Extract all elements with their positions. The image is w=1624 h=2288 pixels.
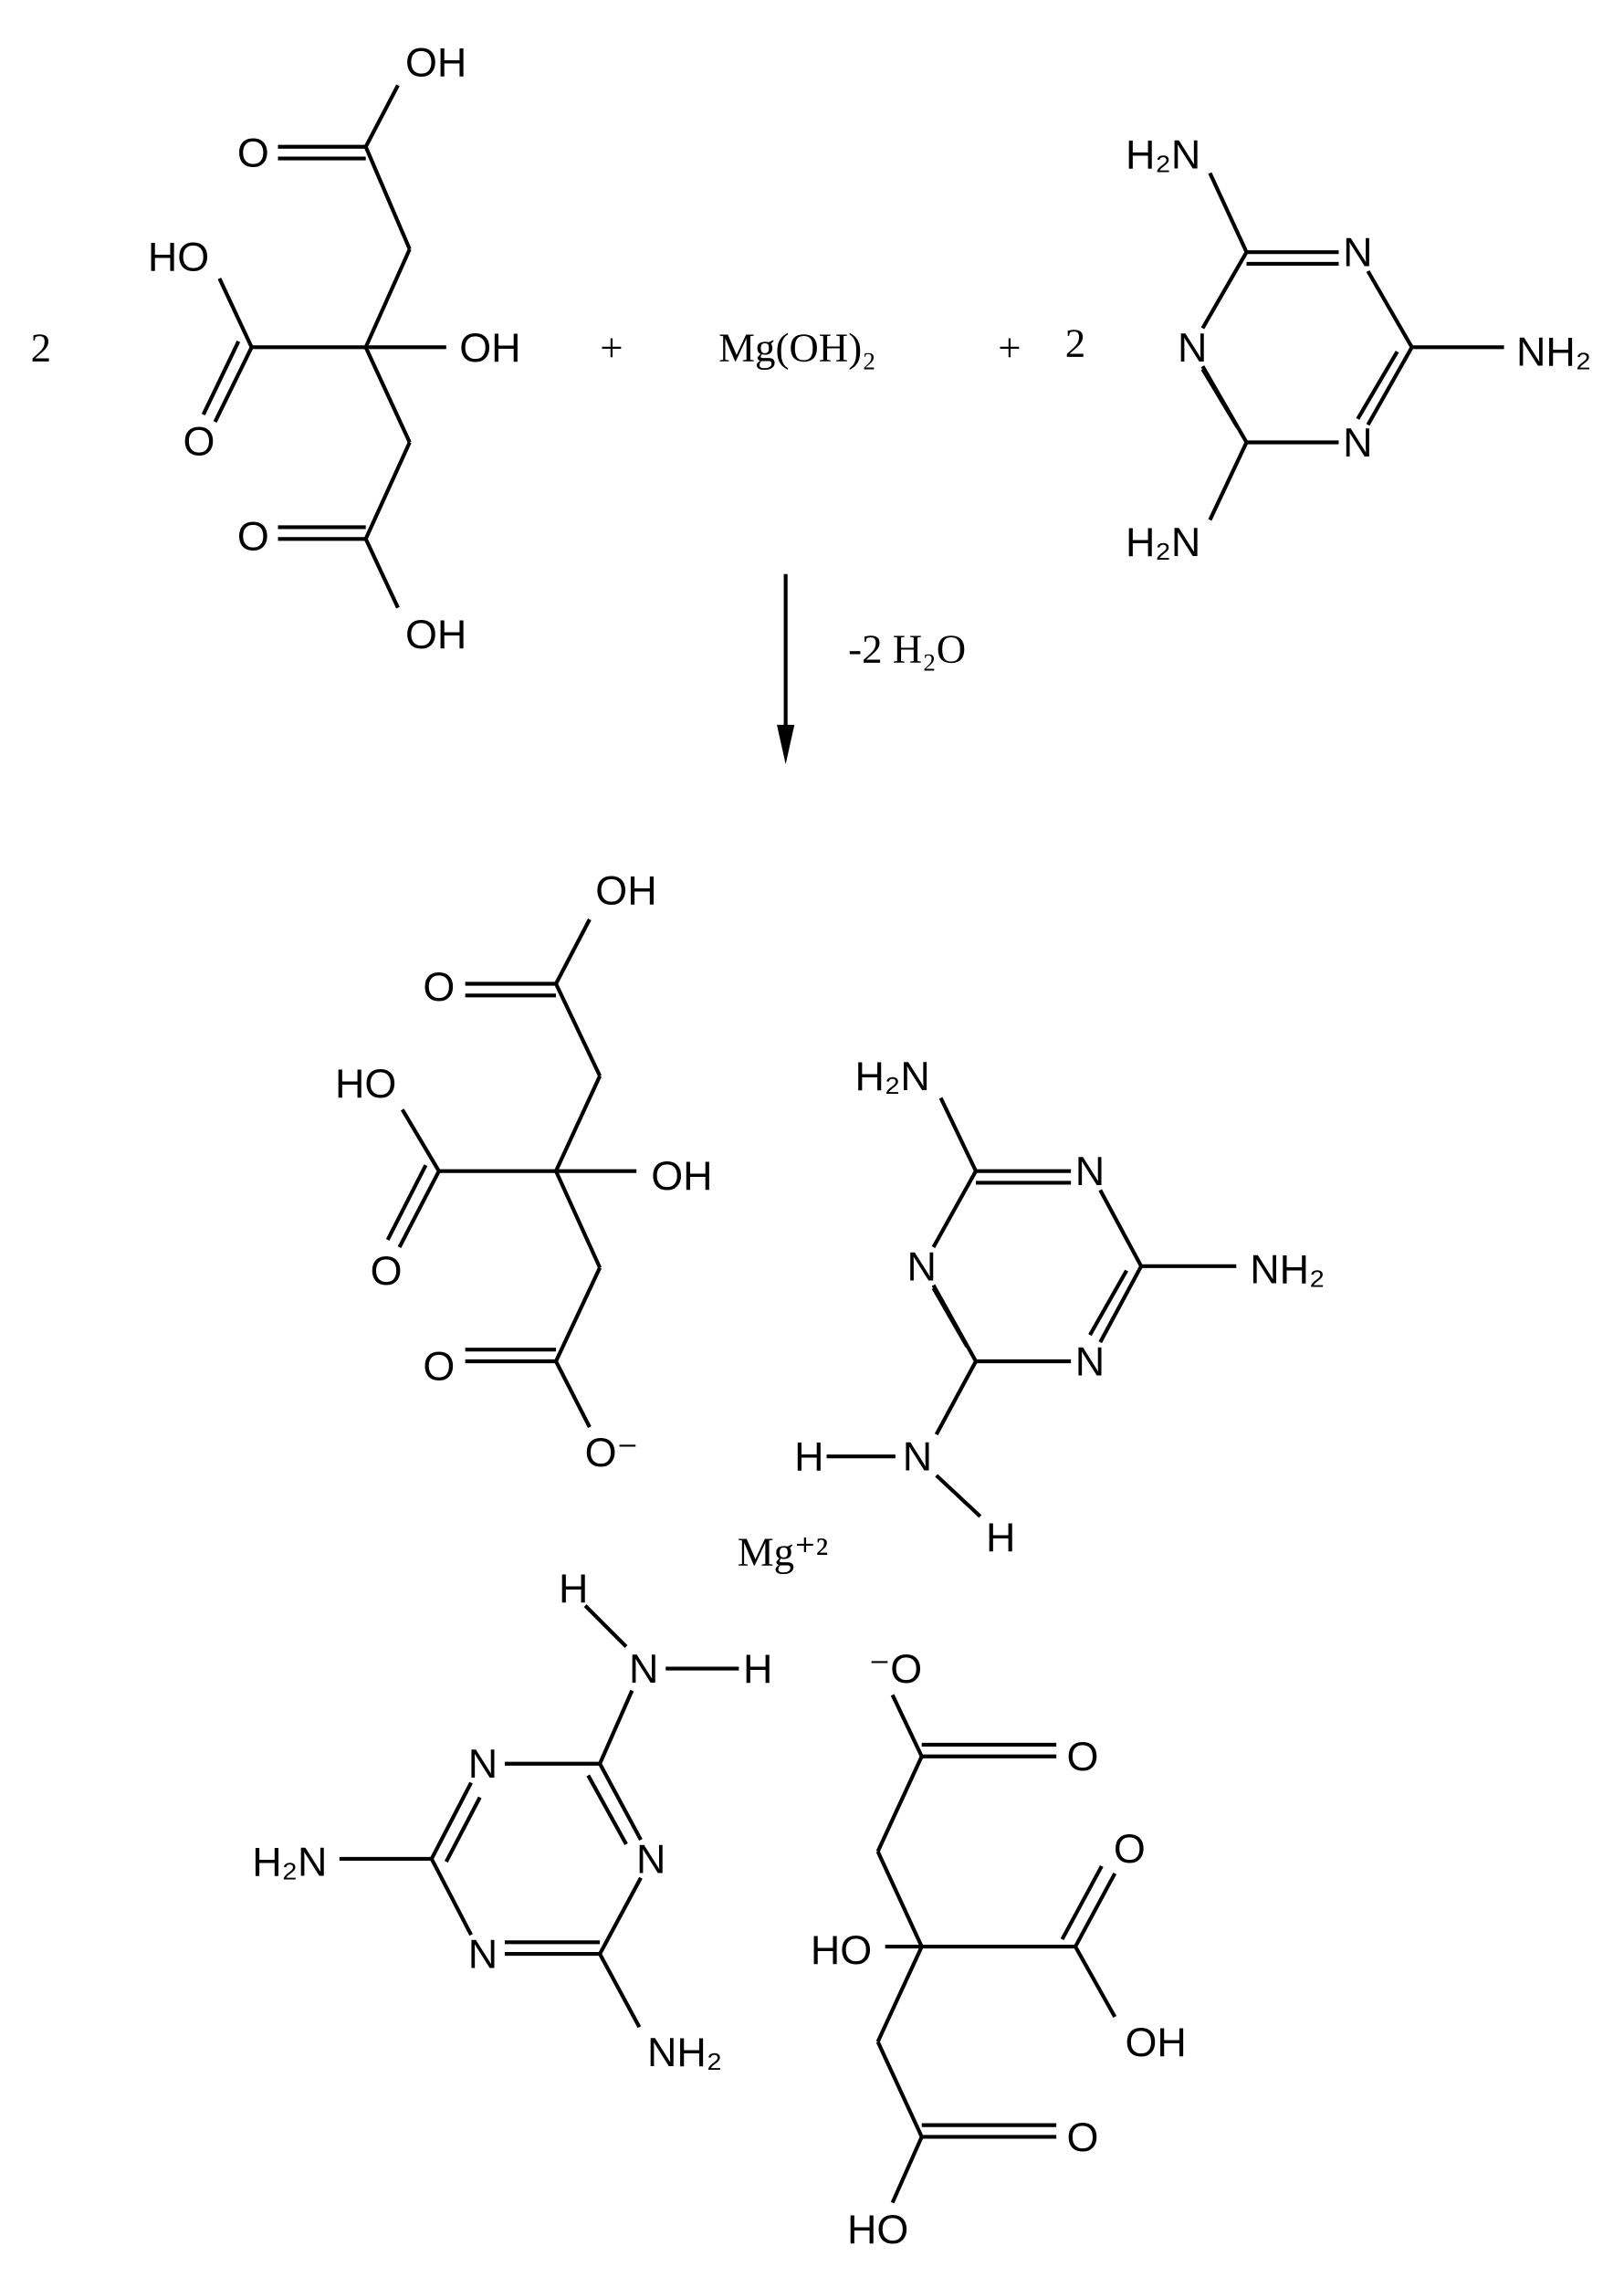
reaction-arrow [777,573,795,765]
atom-label: OH [405,611,466,657]
magnesium-cation: Mg⁺² [738,1528,828,1574]
atom-label: H [794,1433,823,1480]
atom-label: H [559,1565,588,1611]
citrate-product-upper: OH O HO OH O O O⁻ [335,866,712,1475]
atom-label: O⁻ [585,1429,639,1475]
atom-label: HO [847,2206,908,2252]
atom-label: N [903,1433,932,1480]
melamine-product-upper: H₂N N N NH₂ N H N H [794,1053,1325,1560]
atom-label: H [743,1645,772,1692]
atom-label: O [1114,1825,1146,1872]
atom-label: O [183,417,215,464]
citrate-product-lower: ⁻O O O HO OH O HO [811,1645,1187,2252]
atom-label: N [1343,229,1372,276]
atom-label: HO [811,1926,872,1973]
atom-label: N [1178,324,1207,371]
atom-label: H [986,1514,1015,1560]
melamine-product-lower: H N H N H₂N N N NH₂ [252,1565,772,2075]
atom-label: OH [405,38,466,85]
atom-label: N [468,1931,498,1978]
plus-sign: + [600,324,623,370]
atom-label: O [423,1342,455,1389]
atom-label: O [1067,2114,1099,2160]
atom-label: OH [1125,2019,1186,2065]
atom-label: NH₂ [1516,329,1591,375]
citric-acid-reactant: OH O HO OH O O OH [148,38,521,657]
atom-label: O [237,513,269,560]
arrow-head-icon [777,724,795,765]
atom-label: NH₂ [647,2029,722,2075]
atom-label: N [1343,419,1372,466]
atom-label: N [636,1835,665,1882]
atom-label: N [1075,1148,1105,1194]
atom-label: H₂N [1126,131,1200,177]
atom-label: H₂N [252,1839,327,1885]
atom-label: N [1075,1338,1105,1385]
atom-label: N [629,1645,658,1692]
magnesium-hydroxide: Mg(OH)₂ [718,324,876,370]
atom-label: O [1067,1733,1099,1779]
atom-label: N [468,1740,498,1787]
citric-acid-coefficient: 2 [31,324,51,370]
atom-label: OH [459,324,520,371]
atom-label: H₂N [1126,519,1200,565]
melamine-reactant: H₂N N N NH₂ N H₂N [1126,131,1591,565]
atom-label: O [237,130,269,176]
atom-label: OH [651,1152,712,1199]
atom-label: HO [148,233,209,279]
atom-label: O [371,1247,403,1294]
melamine-coefficient: 2 [1065,320,1085,366]
atom-label: H₂N [855,1053,930,1099]
atom-label: HO [335,1060,396,1107]
atom-label: N [906,1243,936,1289]
atom-label: OH [595,866,656,913]
atom-label: O [423,963,455,1010]
atom-label: ⁻O [869,1645,923,1692]
atom-label: NH₂ [1250,1246,1325,1293]
reaction-condition: -2 H₂O [848,625,966,671]
plus-sign: + [998,324,1021,370]
